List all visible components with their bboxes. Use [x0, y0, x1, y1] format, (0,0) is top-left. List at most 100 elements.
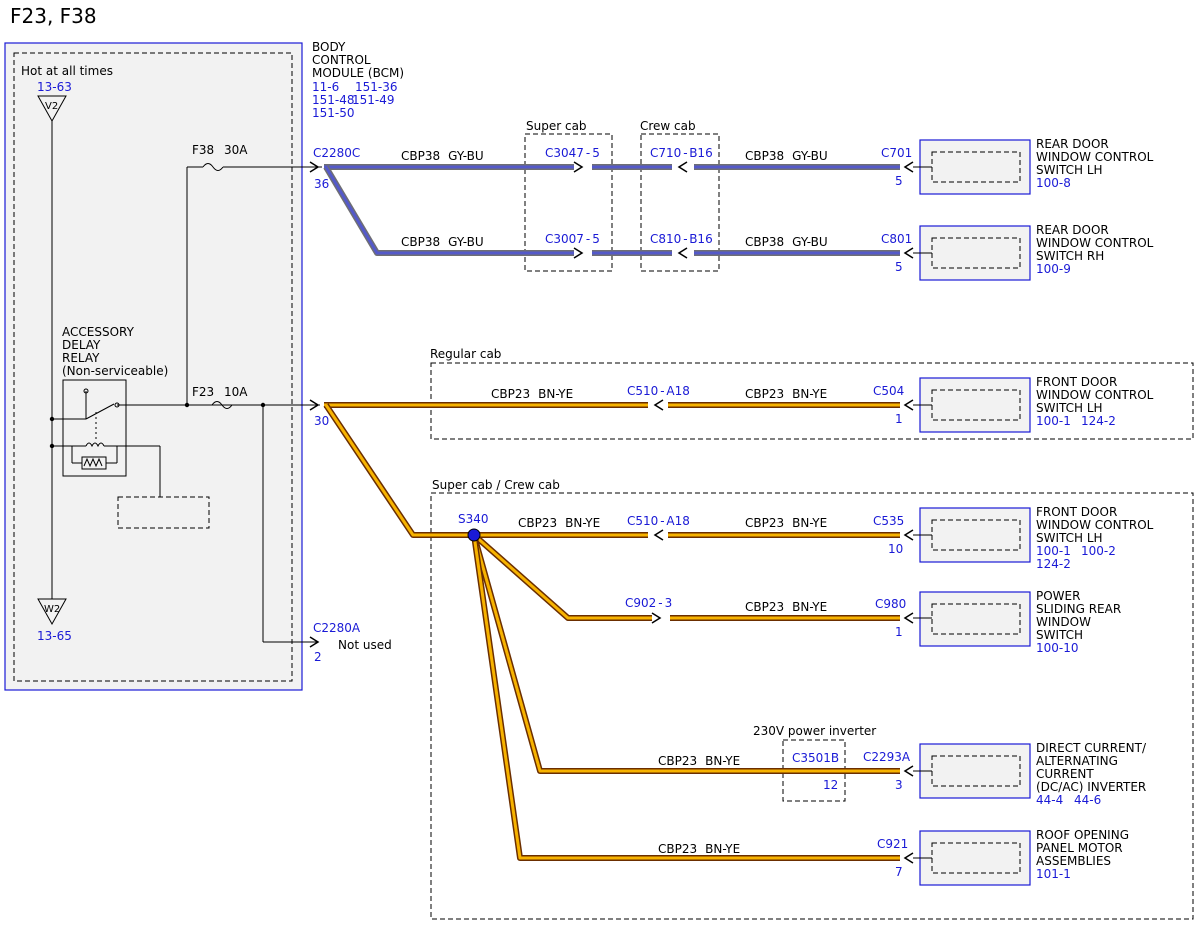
component-box	[919, 225, 1031, 281]
variant-boxes	[430, 133, 1194, 920]
fuse-f38-rating: 30A	[224, 143, 248, 157]
relay-control-box	[117, 496, 210, 529]
c3007-label[interactable]: C3007-5	[545, 232, 600, 246]
component-inner-box	[931, 603, 1021, 635]
component-name-line: SWITCH RH	[1036, 249, 1104, 263]
component-ref[interactable]: 100-8	[1036, 176, 1071, 190]
c902-label[interactable]: C902-3	[625, 596, 672, 610]
bcm-ref-2[interactable]: 151-36	[355, 80, 398, 94]
relay-box	[62, 379, 127, 477]
component-name-line: WINDOW	[1036, 615, 1091, 629]
bcm-ref-4[interactable]: 151-49	[352, 93, 395, 107]
relay-label-4: (Non-serviceable)	[62, 364, 168, 378]
component-name-line: WINDOW CONTROL	[1036, 150, 1154, 164]
component-name-line: SWITCH LH	[1036, 531, 1103, 545]
component-name-line: SWITCH	[1036, 628, 1083, 642]
fuse-f23-name: F23	[192, 385, 214, 399]
component-connector-label[interactable]: C535	[873, 514, 904, 528]
c510-regular-label[interactable]: C510-A18	[627, 384, 690, 398]
component-ref[interactable]: 44-6	[1074, 793, 1101, 807]
c3501b-label[interactable]: C3501B	[792, 751, 839, 765]
c3047-label[interactable]: C3047-5	[545, 146, 600, 160]
bcm-name-2: CONTROL	[312, 53, 371, 67]
component-ref[interactable]: 124-2	[1081, 414, 1116, 428]
component-name-line: ROOF OPENING	[1036, 828, 1129, 842]
component-ref[interactable]: 100-1	[1036, 414, 1071, 428]
component-connector-label[interactable]: C504	[873, 384, 904, 398]
component-name-line: WINDOW CONTROL	[1036, 236, 1154, 250]
component-name-line: POWER	[1036, 589, 1080, 603]
relay-coil-icon	[52, 442, 161, 497]
crew-cab-label: Crew cab	[640, 119, 696, 133]
wire-cbp23-dcac[interactable]	[471, 534, 900, 774]
component-pin: 1	[895, 412, 903, 426]
component-pin: 5	[895, 260, 903, 274]
v2-glyph: V2	[45, 101, 58, 112]
relay-switch-icon	[52, 388, 320, 440]
c2280c-pin36: 36	[314, 177, 329, 191]
super-cab-label: Super cab	[526, 119, 587, 133]
w2-ref[interactable]: 13-65	[37, 629, 72, 643]
w2-triangle-icon	[37, 598, 67, 626]
component-ref[interactable]: 100-2	[1081, 544, 1116, 558]
c3501b-pin: 12	[823, 778, 838, 792]
c810-label[interactable]: C810-B16	[650, 232, 713, 246]
relay-label-1: ACCESSORY	[62, 325, 135, 339]
component-name-line: REAR DOOR	[1036, 223, 1109, 237]
bcm-ref-1[interactable]: 11-6	[312, 80, 339, 94]
c510-super-label[interactable]: C510-A18	[627, 514, 690, 528]
c2280c-label[interactable]: C2280C	[313, 146, 360, 160]
component-connector-label[interactable]: C2293A	[863, 750, 911, 764]
splice-s340-icon[interactable]	[467, 528, 481, 542]
wire-cbp38-rh-a[interactable]	[323, 165, 574, 256]
component-pin: 7	[895, 865, 903, 879]
component-ref[interactable]: 124-2	[1036, 557, 1071, 571]
regular-cab-label: Regular cab	[430, 347, 501, 361]
c710-label[interactable]: C710-B16	[650, 146, 713, 160]
bcm-ref-3[interactable]: 151-48	[312, 93, 355, 107]
splice-s340-label[interactable]: S340	[458, 512, 489, 526]
component-name-line: ASSEMBLIES	[1036, 854, 1111, 868]
component-pin: 3	[895, 778, 903, 792]
component-ref[interactable]: 101-1	[1036, 867, 1071, 881]
component-name-line: DIRECT CURRENT/	[1036, 741, 1147, 755]
component-name-line: WINDOW CONTROL	[1036, 518, 1154, 532]
component-name-line: (DC/AC) INVERTER	[1036, 780, 1146, 794]
wire-cbp23-psrw-a[interactable]	[472, 532, 652, 621]
bcm-ref-5[interactable]: 151-50	[312, 106, 355, 120]
component-ref[interactable]: 44-4	[1036, 793, 1063, 807]
component-ref[interactable]: 100-1	[1036, 544, 1071, 558]
c2280a-label[interactable]: C2280A	[313, 621, 361, 635]
component-ref[interactable]: 100-10	[1036, 641, 1079, 655]
power-inverter-label: 230V power inverter	[753, 724, 876, 738]
wire-cbp23-to-splice[interactable]	[323, 403, 474, 538]
component-name-line: SWITCH LH	[1036, 401, 1103, 415]
component-name-line: WINDOW CONTROL	[1036, 388, 1154, 402]
component-connector-label[interactable]: C921	[877, 837, 908, 851]
component-ref[interactable]: 100-9	[1036, 262, 1071, 276]
wire-cbp23-roof[interactable]	[471, 534, 900, 861]
page-title: F23, F38	[10, 4, 97, 28]
component-connector-label[interactable]: C701	[881, 146, 912, 160]
wires-layer	[323, 164, 900, 861]
component-connector-label[interactable]: C801	[881, 232, 912, 246]
v2-ref[interactable]: 13-63	[37, 80, 72, 94]
component-connector-label[interactable]: C980	[875, 597, 906, 611]
super-crew-cab-label: Super cab / Crew cab	[432, 478, 560, 492]
